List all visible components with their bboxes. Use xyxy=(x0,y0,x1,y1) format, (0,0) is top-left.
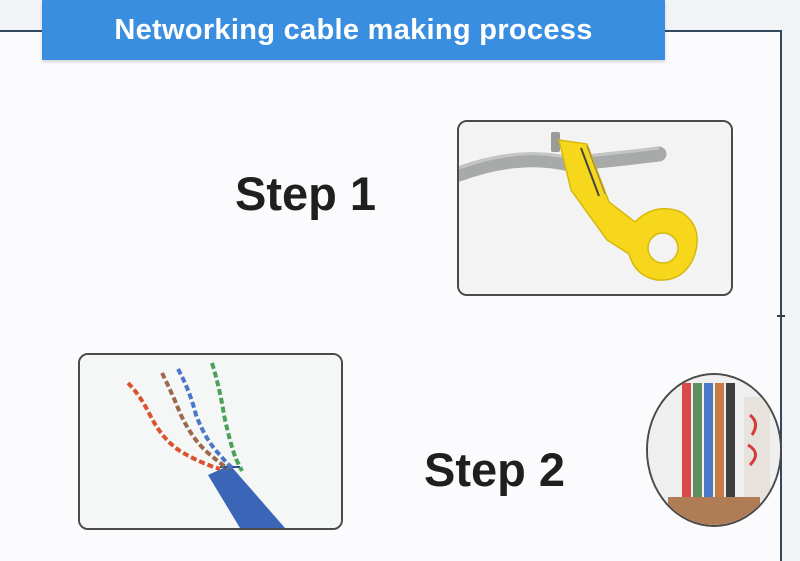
wire-bundle-icon xyxy=(648,375,780,525)
step-1-label: Step 1 xyxy=(235,167,377,220)
step-1-photo xyxy=(457,120,733,296)
step-2-photo xyxy=(78,353,343,530)
twisted-pair-wires-icon xyxy=(80,355,341,528)
step-2-label: Step 2 xyxy=(424,443,566,496)
page-edge-marker xyxy=(777,315,785,317)
page-title: Networking cable making process xyxy=(42,0,665,60)
cable-closeup-photo xyxy=(646,373,782,527)
cable-stripper-icon xyxy=(459,122,731,294)
